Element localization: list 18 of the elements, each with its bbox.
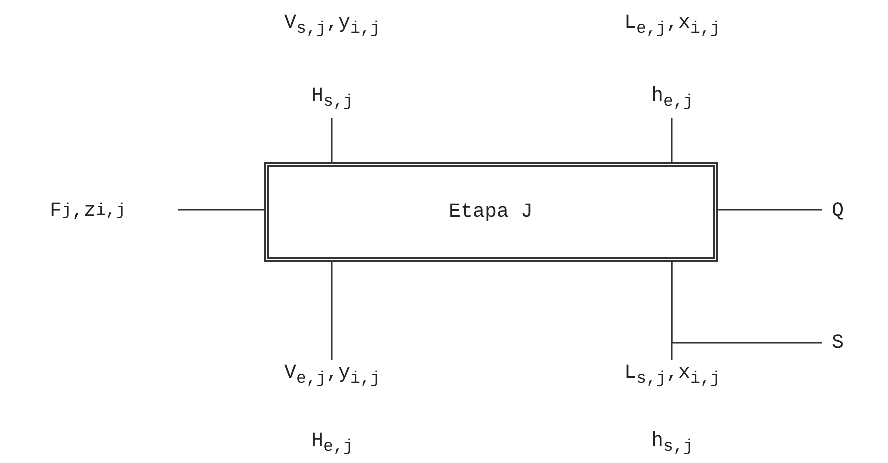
stage-box [264,162,718,262]
stream-variable-label: h$_{e,j}$ [651,85,694,112]
stream-variable-label: V$_{e,j}$,y$_{i,j}$ [284,362,381,389]
stream-line [671,118,673,162]
stream-variable-label: L$_{s,j}$,x$_{i,j}$ [624,362,721,389]
stream-variable-label: H$_{e,j}$ [311,430,354,457]
stream-variable-label: H$_{s,j}$ [311,85,354,112]
stream-variable-label: h$_{s,j}$ [651,430,694,457]
stream-label: S [826,328,850,358]
stream-line [331,118,333,162]
stream-label: Q [826,196,850,226]
stream-line [178,209,264,211]
stream-variable-label: V$_{s,j}$,y$_{i,j}$ [284,12,381,39]
stage-label: Etapa J [448,200,533,224]
stream-line [331,262,333,360]
stream-line [718,209,822,211]
stream-variable-label: L$_{e,j}$,x$_{i,j}$ [624,12,721,39]
stream-line [671,262,673,360]
